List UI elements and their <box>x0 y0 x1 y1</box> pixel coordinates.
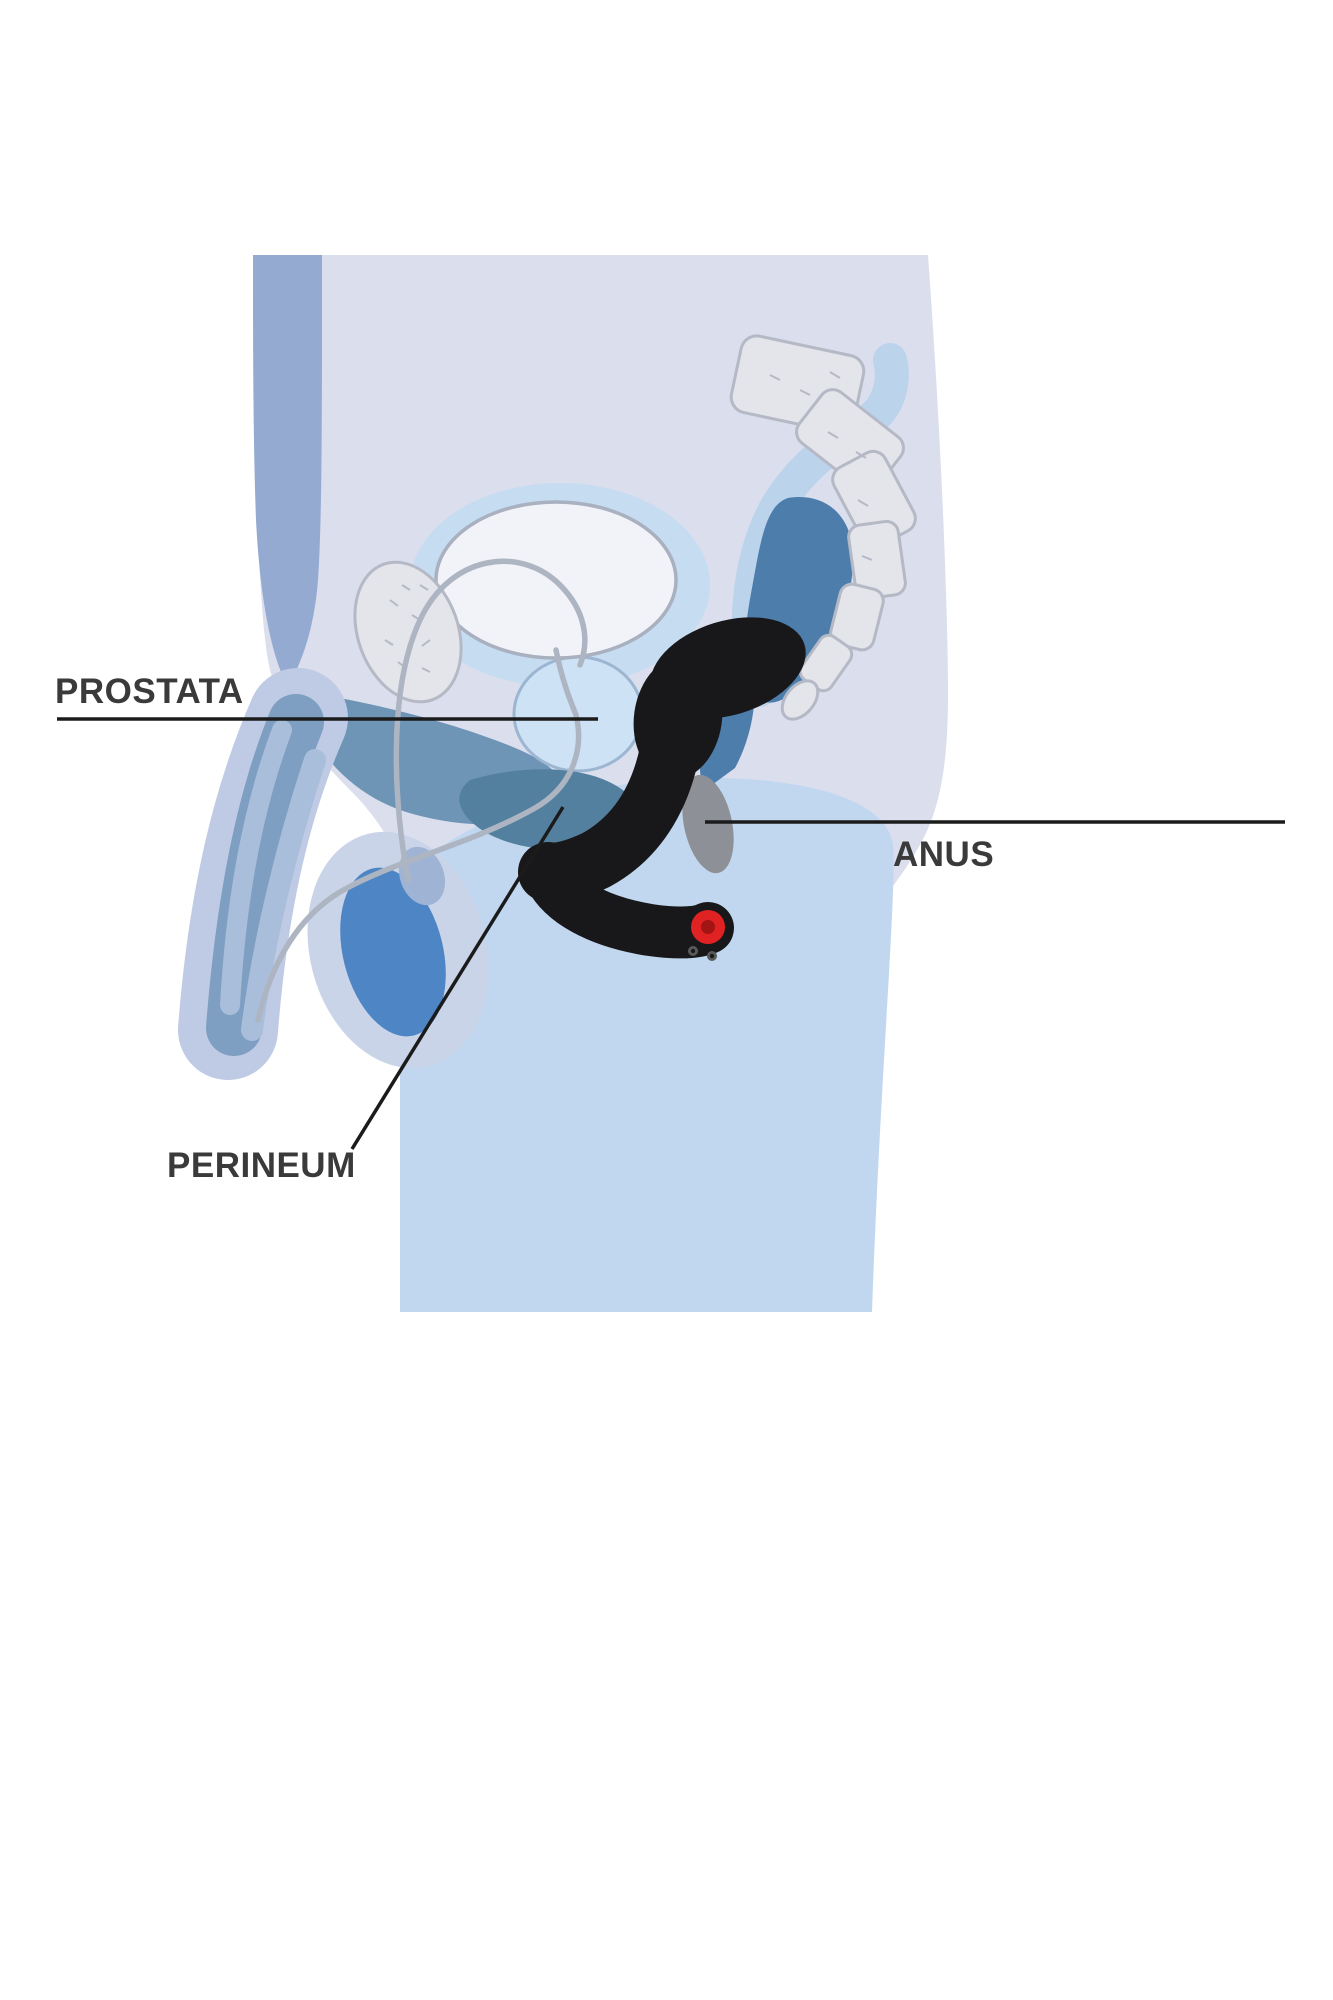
thigh-region <box>400 778 894 1312</box>
urethra <box>255 647 582 1023</box>
perineum-leader-line <box>350 806 565 1150</box>
ducts <box>255 558 588 1023</box>
sacrum <box>729 334 917 721</box>
label-prostata: PROSTATA <box>55 672 244 711</box>
device-grip-gray <box>682 774 734 874</box>
prostate-massager-device <box>518 617 806 961</box>
penis-shaft <box>178 668 348 1080</box>
label-anus: ANUS <box>893 835 995 874</box>
vas-deferens <box>393 558 563 883</box>
device-charge-dots <box>688 946 717 961</box>
abdominal-wall-band <box>253 255 322 686</box>
label-perineum: PERINEUM <box>167 1146 356 1185</box>
testicle <box>340 867 446 1037</box>
